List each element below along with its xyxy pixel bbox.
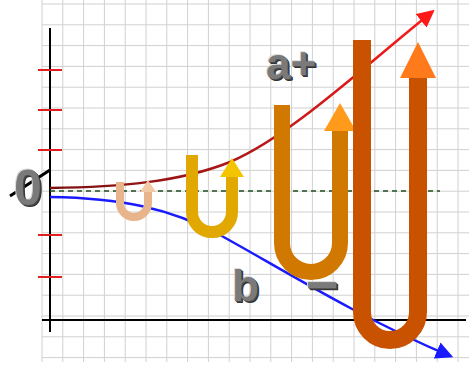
grid-line	[42, 357, 469, 358]
origin-label: 0	[14, 163, 42, 213]
baseline	[50, 190, 440, 192]
grid-line	[125, 0, 126, 362]
grid-line	[42, 232, 469, 233]
x-axis	[42, 319, 466, 321]
grid-line	[42, 45, 469, 46]
grid-line	[395, 0, 396, 362]
grid-line	[42, 191, 469, 192]
grid-line	[42, 170, 469, 171]
grid-line	[42, 24, 469, 25]
grid-line	[146, 0, 147, 362]
minus-sign-label: −	[306, 257, 339, 313]
grid-line	[42, 4, 469, 5]
grid-line	[42, 128, 469, 129]
grid	[42, 0, 469, 362]
plus-label: a+	[266, 42, 316, 86]
grid-line	[42, 87, 469, 88]
rising-curve	[50, 12, 432, 188]
grid-line	[166, 0, 167, 362]
minus-letter-label: b	[232, 264, 259, 308]
grid-line	[62, 0, 63, 362]
grid-line	[374, 0, 375, 362]
y-axis	[49, 28, 51, 332]
growing-arrows	[120, 40, 436, 340]
grid-line	[42, 66, 469, 67]
grid-line	[458, 0, 459, 362]
grid-line	[42, 316, 469, 317]
grid-line	[104, 0, 105, 362]
grid-line	[42, 212, 469, 213]
grid-line	[42, 108, 469, 109]
grid-line	[208, 0, 209, 362]
grid-line	[437, 0, 438, 362]
grid-line	[83, 0, 84, 362]
